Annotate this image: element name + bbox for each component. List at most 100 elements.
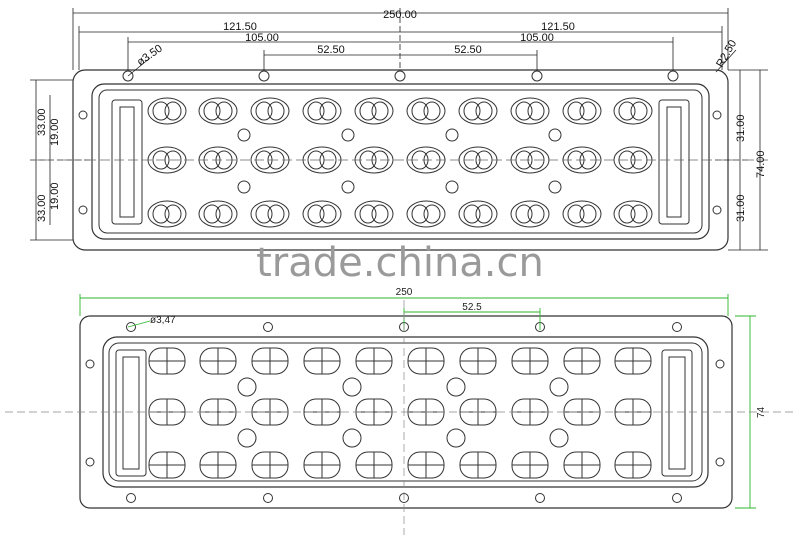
small-circle: [446, 428, 466, 448]
lens-lobe: [618, 101, 636, 121]
lens-outline: [406, 97, 446, 125]
small-circle: [237, 128, 251, 142]
mount-hole: [263, 322, 273, 332]
lens-outline: [458, 97, 498, 125]
mount-hole: [715, 457, 725, 467]
lens-outline: [406, 200, 446, 228]
dim-half-left: 121.50: [223, 21, 257, 33]
small-circle: [341, 128, 355, 142]
lens-lobe: [371, 204, 389, 224]
top-mount-holes: [78, 70, 722, 215]
lens-lobe: [423, 101, 441, 121]
lens-top: [510, 200, 550, 228]
lens-outline: [198, 97, 238, 125]
lens-lobe: [152, 204, 170, 224]
lens-bottom: [199, 347, 237, 375]
small-circle: [446, 377, 466, 397]
top-dimension-lines: [30, 8, 770, 251]
small-circle: [342, 377, 362, 397]
lens-lobe: [630, 101, 648, 121]
lens-outline: [302, 97, 342, 125]
small-circle: [342, 428, 362, 448]
lens-lobe: [527, 204, 545, 224]
lens-lobe: [307, 204, 325, 224]
lens-lobe: [164, 204, 182, 224]
lens-bottom: [614, 347, 652, 375]
mount-hole: [126, 493, 136, 503]
small-circle: [237, 377, 257, 397]
lens-top: [147, 97, 187, 125]
lens-bottom: [511, 398, 549, 426]
lens-lobe: [359, 204, 377, 224]
lens-lobe: [411, 204, 429, 224]
lens-lobe: [152, 101, 170, 121]
lens-bottom: [303, 347, 341, 375]
lens-lobe: [359, 101, 377, 121]
mount-hole: [531, 70, 543, 82]
dim-bottom-height: 74: [756, 406, 767, 418]
lens-outline: [147, 97, 187, 125]
top-side-slot-right: [658, 99, 690, 225]
dim-left-lower-inner: 19.00: [49, 182, 61, 210]
bottom-dimension-text: 250 52.5 ø3,47 74: [150, 287, 767, 418]
lens-lobe: [475, 204, 493, 224]
lens-bottom: [251, 451, 289, 479]
dim-left-upper: 33.00: [36, 108, 48, 136]
lens-lobe: [618, 204, 636, 224]
lens-outline: [354, 200, 394, 228]
bottom-side-slot-right-inner: [668, 356, 686, 470]
lens-top: [354, 200, 394, 228]
lens-bottom: [355, 398, 393, 426]
lens-lobe: [411, 101, 429, 121]
lens-outline: [354, 97, 394, 125]
small-circle: [548, 180, 562, 194]
lens-bottom: [355, 347, 393, 375]
dim-bottom-total-width: 250: [396, 287, 413, 298]
top-side-slot-right-inner: [666, 106, 682, 218]
lens-outline: [250, 200, 290, 228]
lens-lobe: [319, 101, 337, 121]
lens-top: [510, 97, 550, 125]
lens-top: [250, 97, 290, 125]
top-view: [72, 69, 729, 251]
lens-top: [302, 200, 342, 228]
lens-lobe: [630, 204, 648, 224]
lens-lobe: [267, 204, 285, 224]
mount-hole: [667, 70, 679, 82]
watermark: trade.china.cn: [256, 240, 544, 286]
dim-left-lower: 33.00: [36, 194, 48, 222]
dim-right-total: 74.00: [755, 150, 767, 178]
dim-right-upper: 31.00: [735, 114, 747, 142]
lens-lobe: [463, 101, 481, 121]
lens-lobe: [215, 204, 233, 224]
lens-lobe: [463, 204, 481, 224]
lens-outline: [510, 200, 550, 228]
lens-bottom: [407, 451, 445, 479]
lens-lobe: [307, 101, 325, 121]
lens-top: [613, 200, 653, 228]
lens-lobe: [423, 204, 441, 224]
lens-top: [250, 200, 290, 228]
lens-outline: [147, 200, 187, 228]
dim-pitch-right: 52.50: [454, 44, 482, 56]
lens-lobe: [203, 101, 221, 121]
lens-outline: [147, 146, 187, 174]
mount-hole: [258, 70, 270, 82]
mount-hole: [85, 359, 95, 369]
small-circle: [549, 377, 569, 397]
bottom-centerlines: [5, 300, 795, 535]
lens-bottom: [148, 451, 186, 479]
dim-pitch-left: 52.50: [317, 44, 345, 56]
lens-lobe: [255, 204, 273, 224]
small-circle: [341, 180, 355, 194]
lens-top: [613, 97, 653, 125]
lens-bottom: [511, 347, 549, 375]
lens-outline: [562, 97, 602, 125]
lens-top: [562, 97, 602, 125]
mount-hole: [712, 110, 722, 120]
lens-lobe: [527, 101, 545, 121]
lens-bottom: [148, 347, 186, 375]
top-dimension-text: 250.00 121.50 121.50 105.00 105.00 52.50…: [36, 9, 767, 222]
lens-lobe: [567, 204, 585, 224]
lens-top: [302, 97, 342, 125]
